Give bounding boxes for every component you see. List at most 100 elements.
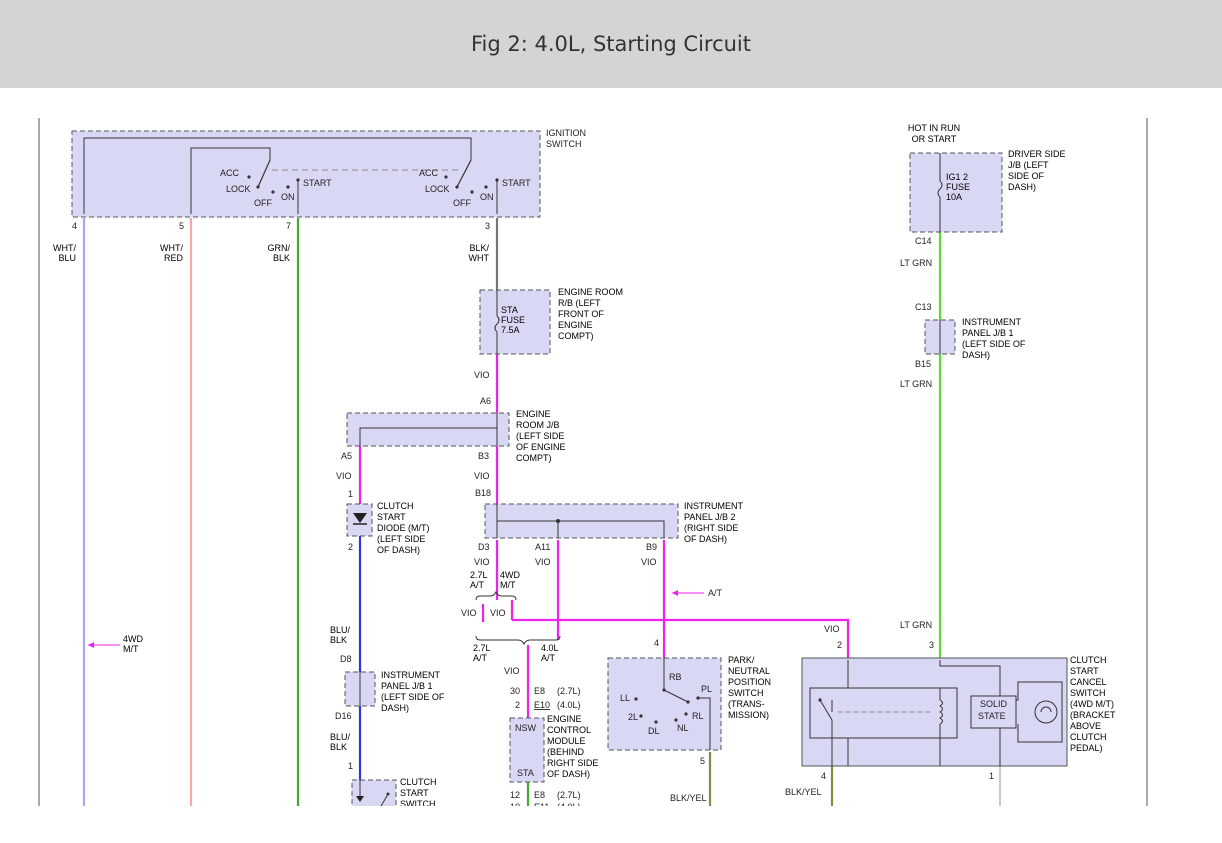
- instrument-panel-jb1-left: [344, 671, 376, 707]
- pnp-rb: RB: [669, 672, 682, 682]
- ipjb1l-d8: D8: [340, 654, 352, 664]
- pnp-pl: PL: [701, 684, 712, 694]
- clutch-start-switch: [351, 779, 397, 806]
- ejb-a6: A6: [480, 396, 491, 406]
- ccs-pin2: 2: [837, 640, 842, 650]
- ecm-pin10: 10: [510, 802, 520, 812]
- variant-27at-top: 2.7L A/T: [470, 570, 488, 590]
- clutch-cancel-label: CLUTCH START CANCEL SWITCH (4WD M/T) (BR…: [1070, 655, 1116, 753]
- ecm-pin30: 30: [510, 686, 520, 696]
- label-vio-5: VIO: [535, 557, 551, 567]
- ign-acc-2: ACC: [419, 168, 439, 178]
- driver-side-jb: [909, 152, 1003, 233]
- ecm-40lb: (4.0L): [557, 802, 581, 812]
- label-vio-1: VIO: [474, 370, 490, 380]
- ign-pin-7: 7: [286, 221, 291, 231]
- engine-room-jb: [346, 412, 510, 447]
- label-blu-blk-2: BLU/ BLK: [330, 732, 351, 752]
- ecm-40l: (4.0L): [557, 700, 581, 710]
- ecm-27l: (2.7L): [557, 686, 581, 696]
- pnp-dl: DL: [648, 726, 660, 736]
- ipjb2-b18: B18: [475, 488, 491, 498]
- pnp-rl: RL: [692, 711, 704, 721]
- ipjb2-b9: B9: [646, 542, 657, 552]
- ign-on-2: ON: [480, 192, 494, 202]
- ecm-e11: E11: [534, 802, 549, 812]
- pnp-switch-label: PARK/ NEUTRAL POSITION SWITCH (TRANS- MI…: [728, 655, 772, 720]
- ipjb1l-d16: D16: [335, 711, 352, 721]
- diode-pin1: 1: [348, 489, 353, 499]
- instrument-panel-jb1-right: [924, 319, 956, 355]
- split-bracket: [475, 590, 517, 601]
- ign-pin-3: 3: [485, 221, 490, 231]
- sta-fuse-label: STA FUSE 7.5A: [501, 305, 526, 335]
- label-blk-yel-1: BLK/YEL: [670, 793, 707, 803]
- variant-40at: 4.0L A/T: [541, 643, 559, 663]
- engine-control-module: [509, 717, 545, 783]
- ecm-label: ENGINE CONTROL MODULE (BEHIND RIGHT SIDE…: [547, 714, 599, 779]
- page-title: Fig 2: 4.0L, Starting Circuit: [471, 32, 751, 56]
- ign-acc-1: ACC: [220, 168, 240, 178]
- pnp-pin5: 5: [700, 756, 705, 766]
- engine-room-jb-label: ENGINE ROOM J/B (LEFT SIDE OF ENGINE COM…: [516, 409, 566, 463]
- ecm-e8: E8: [534, 686, 545, 696]
- variant-27at-bottom: 2.7L A/T: [473, 643, 491, 663]
- instrument-panel-jb2: [484, 503, 679, 539]
- ign-pin-4: 4: [72, 221, 77, 231]
- label-blk-yel-2: BLK/YEL: [785, 787, 822, 797]
- pnp-nl: NL: [677, 723, 689, 733]
- label-vio-6: VIO: [641, 557, 657, 567]
- ipjb2-a11: A11: [535, 542, 550, 552]
- driver-jb-label: DRIVER SIDE J/B (LEFT SIDE OF DASH): [1008, 149, 1066, 192]
- pnp-2l: 2L: [628, 712, 638, 722]
- ipjb2-d3: D3: [478, 542, 490, 552]
- label-ltgrn-1: LT GRN: [900, 258, 932, 268]
- ecm-sta: STA: [517, 768, 534, 778]
- ecm-e8b: E8: [534, 790, 545, 800]
- ipjb1r-c13: C13: [915, 302, 932, 312]
- label-blk-wht: BLK/ WHT: [468, 243, 490, 263]
- ignition-switch-label: IGNITION SWITCH: [546, 128, 586, 149]
- park-neutral-switch: [607, 657, 722, 751]
- pnp-pin4: 4: [654, 638, 659, 648]
- ign-lock-2: LOCK: [425, 184, 450, 194]
- label-vio-8: VIO: [490, 608, 506, 618]
- ig1-fuse-label: IG1 2 FUSE 10A: [946, 172, 971, 202]
- ipjb1-right-label: INSTRUMENT PANEL J/B 1 (LEFT SIDE OF DAS…: [962, 317, 1026, 360]
- ccs-pin3: 3: [929, 640, 934, 650]
- ecm-pin2: 2: [515, 700, 520, 710]
- variant-4wd-mt: 4WD M/T: [500, 570, 520, 590]
- label-vio-10: VIO: [824, 624, 840, 634]
- ejb-a5: A5: [341, 451, 352, 461]
- ipjb2-label: INSTRUMENT PANEL J/B 2 (RIGHT SIDE OF DA…: [684, 501, 743, 544]
- label-vio-3: VIO: [474, 471, 490, 481]
- arrow-4wd-mt-label: 4WD M/T: [123, 634, 143, 654]
- ipjb1-left-label: INSTRUMENT PANEL J/B 1 (LEFT SIDE OF DAS…: [381, 670, 445, 713]
- arrow-at-label: A/T: [708, 588, 723, 598]
- djb-c14: C14: [915, 236, 932, 246]
- label-wht-blu: WHT/ BLU: [53, 243, 76, 263]
- solid-state-2: STATE: [978, 711, 1006, 721]
- engine-room-rb-label: ENGINE ROOM R/B (LEFT FRONT OF ENGINE CO…: [558, 287, 624, 341]
- ign-start-1: START: [303, 178, 332, 188]
- ign-lock-1: LOCK: [226, 184, 251, 194]
- label-grn-blk: GRN/ BLK: [267, 243, 291, 263]
- ccs-pin1: 1: [989, 771, 994, 781]
- label-vio-4: VIO: [474, 557, 490, 567]
- ecm-e10: E10: [534, 700, 550, 710]
- ign-off-2: OFF: [453, 198, 471, 208]
- clutch-start-cancel-switch: [801, 657, 1068, 767]
- label-vio-7: VIO: [461, 608, 477, 618]
- ejb-b3: B3: [478, 451, 489, 461]
- wire-vio-to-cancel: [512, 618, 850, 660]
- label-ltgrn-2: LT GRN: [900, 379, 932, 389]
- join-bracket: [475, 635, 561, 646]
- ignition-switch: ACC LOCK OFF ON START ACC LOCK OFF ON ST…: [71, 130, 541, 231]
- engine-room-rb: [479, 289, 551, 355]
- ecm-nsw: NSW: [515, 723, 537, 733]
- ign-on-1: ON: [281, 192, 295, 202]
- label-blu-blk-1: BLU/ BLK: [330, 625, 351, 645]
- label-vio-9: VIO: [504, 666, 520, 676]
- pnp-ll: LL: [620, 693, 630, 703]
